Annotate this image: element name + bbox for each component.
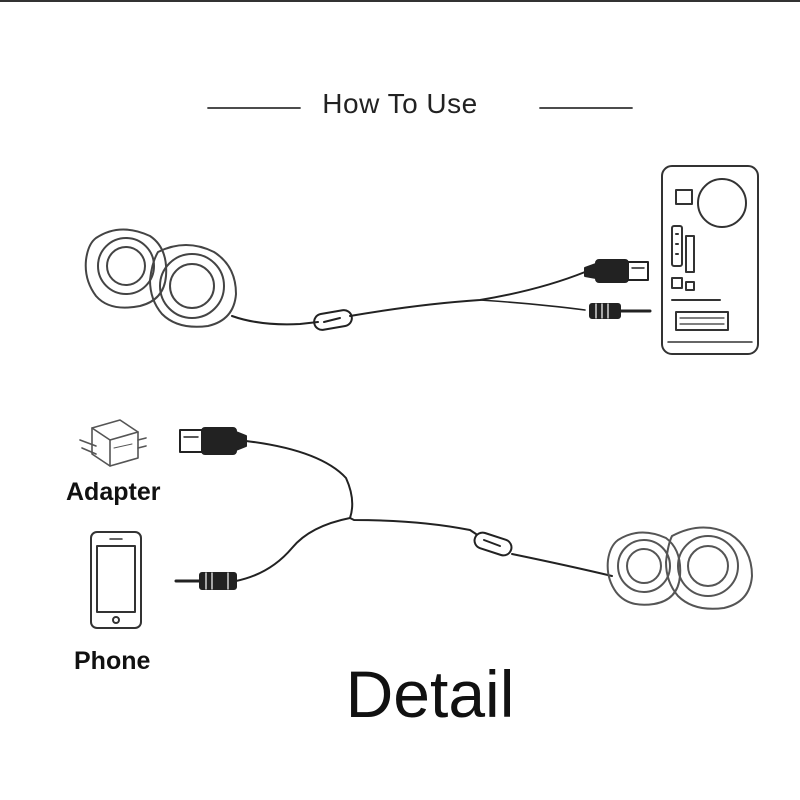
smartphone-icon [90,531,142,629]
top-cables [231,271,586,326]
audio-jack-icon [174,572,237,590]
phone-label: Phone [74,647,151,675]
speakers-icon [84,228,237,328]
detail-heading: Detail [345,657,515,731]
bottom-cables [235,440,613,582]
adapter-label: Adapter [66,478,161,506]
volume-switch-icon [473,531,513,557]
usb-plug-icon [179,427,247,455]
audio-jack-icon [589,303,652,319]
section-title: How To Use [322,88,478,119]
speakers-icon [606,526,753,610]
power-adapter-icon [79,419,147,467]
usb-plug-icon [584,259,649,283]
volume-switch-icon [313,309,353,331]
desktop-tower-icon [661,165,759,355]
